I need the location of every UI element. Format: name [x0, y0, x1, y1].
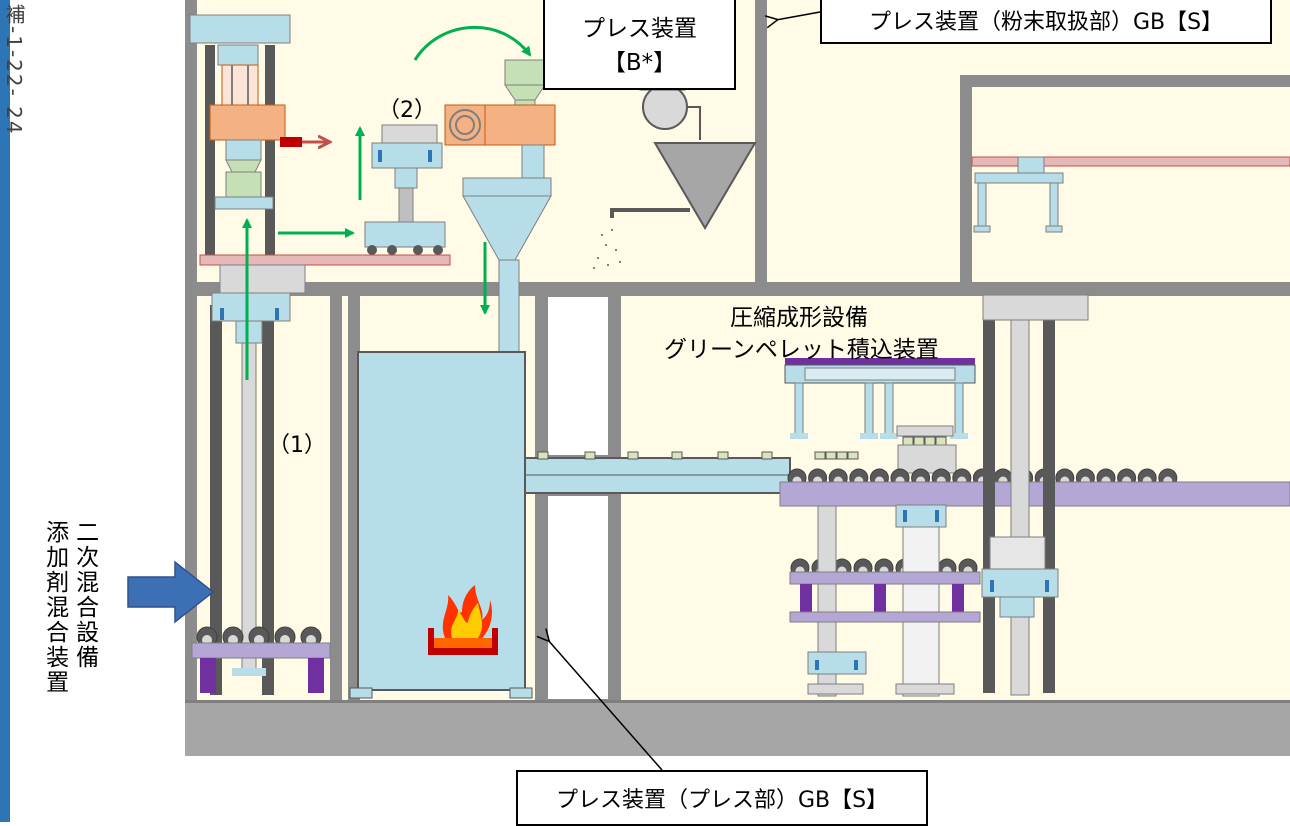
press-device-box: プレス装置 【B*】	[543, 0, 736, 90]
press-powder-gb-box: プレス装置（粉末取扱部）GB【S】	[820, 0, 1272, 44]
left-strip	[0, 0, 10, 822]
right-conveyor	[779, 468, 1290, 697]
lift-1	[210, 264, 306, 695]
press-device-rank: 【B*】	[602, 50, 677, 76]
press-powder-gb-label: プレス装置（粉末取扱部）GB【S】	[868, 10, 1224, 35]
press-press-gb-label: プレス装置（プレス部）GB【S】	[555, 788, 889, 813]
green-pellet-loader-label: グリーンペレット積込装置	[664, 337, 939, 363]
step-1-label: （1）	[268, 433, 326, 458]
leader-bottom	[548, 640, 663, 771]
press-press-gb-box: プレス装置（プレス部）GB【S】	[516, 770, 928, 826]
fire-icon	[428, 585, 498, 655]
step-2-label: （2）	[378, 98, 436, 123]
dust-collector	[593, 79, 757, 269]
leader-top	[776, 11, 821, 20]
building-structure	[185, 0, 1290, 756]
input-arrow-icon	[127, 560, 215, 624]
page-id: 補-1-22- 24	[2, 4, 26, 136]
powder-press-unit	[189, 14, 328, 255]
powder-feed-unit	[444, 59, 556, 353]
right-elevator	[981, 294, 1089, 696]
secondary-mixer-label: 二次混合設備	[71, 520, 98, 670]
left-conveyor	[191, 626, 331, 693]
upper-right-equipment	[971, 156, 1290, 233]
lift-2	[199, 124, 451, 266]
pellet-conveyor	[537, 451, 859, 460]
press-device-label: プレス装置	[582, 16, 697, 42]
green-pellet-loader	[784, 358, 976, 474]
compression-title: 圧縮成形設備	[730, 305, 868, 331]
flow-arrows	[242, 25, 532, 380]
additive-mixer-label: 添加剤混合装置	[41, 520, 68, 695]
